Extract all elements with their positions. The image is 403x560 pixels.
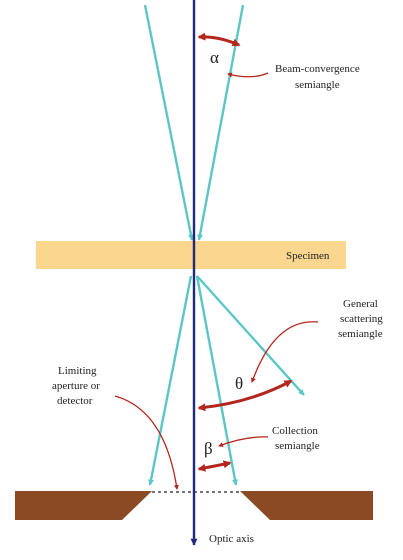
beam-convergence-pointer [227,72,269,78]
collection-semiangle-pointer [218,436,269,447]
scattered-beam-general [196,275,305,396]
general-scattering-pointer [251,321,319,383]
specimen-label: Specimen [286,250,330,262]
aperture-right-plate [240,491,373,520]
beam-convergence-label-line1: Beam-convergence [275,63,360,75]
optic-axis-label: Optic axis [209,533,254,545]
general-scattering-label-line3: semiangle [338,328,383,340]
incident-beam-left [143,4,194,241]
beam-convergence-label-line2: semiangle [295,79,340,91]
alpha-angle-arrow [197,32,241,47]
scattered-beam-collection [195,275,238,486]
scattered-beam-left [148,275,193,486]
limiting-aperture-label-line2: aperture or [52,380,100,392]
beta-angle-arrow [197,460,232,472]
aperture-left-plate [15,491,152,520]
general-scattering-label-line1: General [343,298,378,310]
limiting-aperture-pointer [114,395,179,490]
limiting-aperture-label-line3: detector [57,395,93,407]
specimen-band [36,241,346,269]
collection-semiangle-label-line1: Collection [272,425,318,437]
theta-angle-arrow [197,379,293,412]
collection-semiangle-label-line2: semiangle [275,440,320,452]
beta-symbol: β [204,439,213,458]
general-scattering-label-line2: scattering [340,313,383,325]
limiting-aperture-label-line1: Limiting [58,365,97,377]
alpha-symbol: α [210,48,219,67]
theta-symbol: θ [235,374,243,393]
